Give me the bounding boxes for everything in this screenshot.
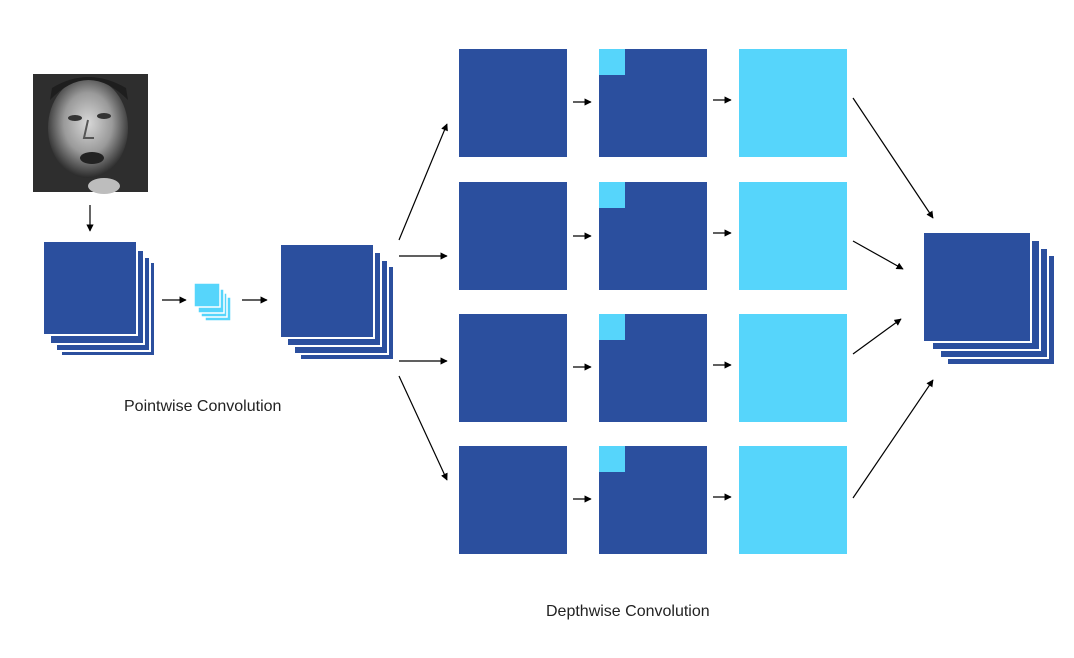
input-feature-stack: [42, 240, 156, 357]
channel-output: [739, 182, 847, 290]
fan-out-arrows: [398, 123, 448, 481]
fan-in-arrows: [852, 97, 934, 499]
depthwise-channel-row-3: [459, 314, 847, 422]
depthwise-channel-row-2: [459, 182, 847, 290]
kernel-patch: [599, 446, 625, 472]
depthwise-channel-row-4: [459, 446, 847, 554]
kernel-patch: [599, 182, 625, 208]
channel-input: [459, 314, 567, 422]
channel-input: [459, 446, 567, 554]
pointwise-filter-stack: [193, 282, 232, 322]
kernel-patch: [599, 49, 625, 75]
channel-output: [739, 49, 847, 157]
kernel-patch: [599, 314, 625, 340]
depthwise-convolution-label: Depthwise Convolution: [546, 603, 710, 620]
channel-output: [739, 314, 847, 422]
pointwise-output-stack: [279, 243, 395, 361]
channel-input: [459, 49, 567, 157]
channel-input: [459, 182, 567, 290]
channel-output: [739, 446, 847, 554]
pointwise-convolution-label: Pointwise Convolution: [124, 398, 282, 415]
depthwise-channel-row-1: [459, 49, 847, 157]
final-output-stack: [922, 231, 1056, 366]
input-image: [33, 74, 148, 194]
